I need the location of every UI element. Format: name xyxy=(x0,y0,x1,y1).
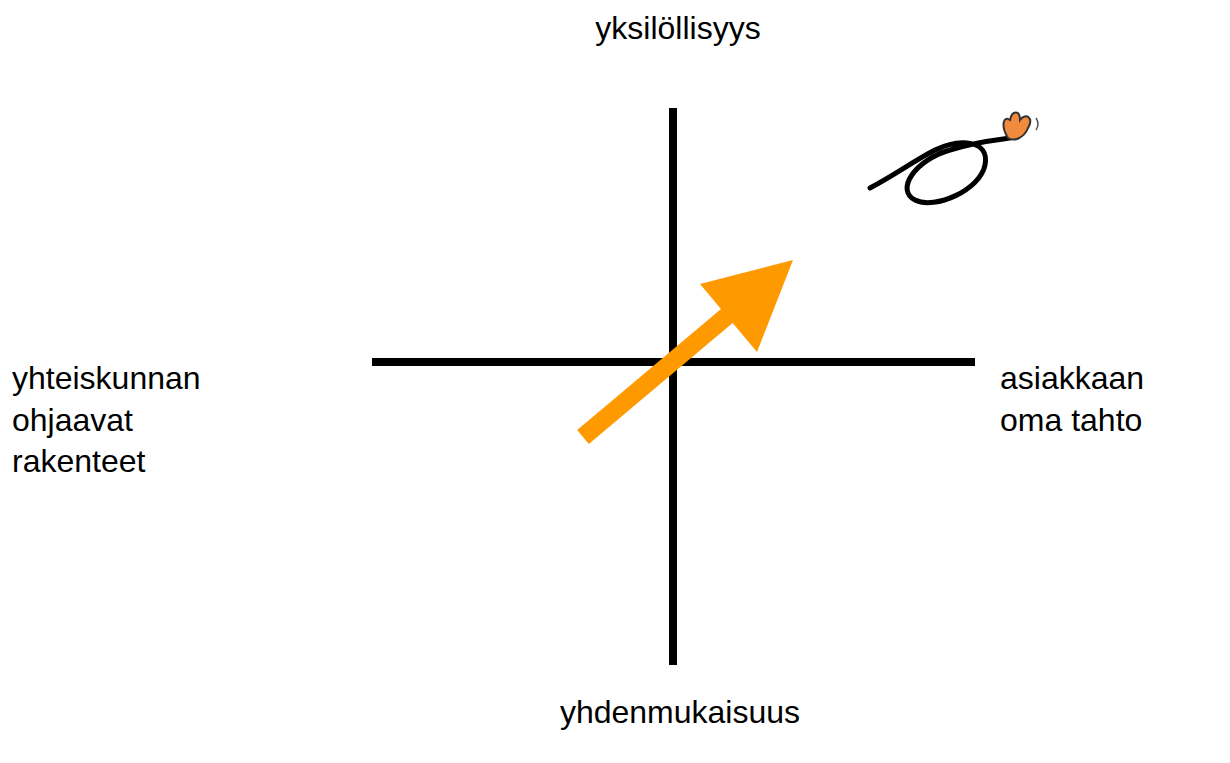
spiral-flower xyxy=(1004,113,1031,140)
axis-label: yhteiskunnan ohjaavat rakenteet xyxy=(12,358,212,483)
motion-mark xyxy=(1036,118,1038,130)
direction-arrow-shaft xyxy=(583,315,728,437)
axis-label: asiakkaan oma tahto xyxy=(1000,358,1165,441)
axis-label: yhdenmukaisuus xyxy=(560,692,800,734)
direction-arrow-head xyxy=(700,260,793,352)
axis-label: yksilöllisyys xyxy=(595,8,760,50)
vertical-axis xyxy=(669,108,677,665)
spiral-figure xyxy=(870,138,1010,203)
